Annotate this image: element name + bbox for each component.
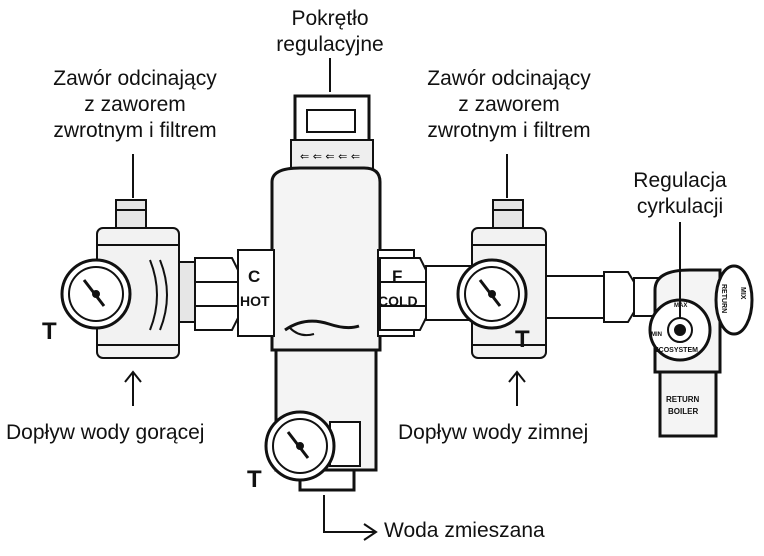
left-thermometer-mark: T	[42, 318, 57, 345]
right-valve-label-line3: zwrotnym i filtrem	[427, 119, 591, 142]
cold-word: COLD	[378, 293, 418, 309]
left-valve-label-line3: zwrotnym i filtrem	[53, 119, 217, 142]
leader-lines	[124, 58, 681, 541]
svg-text:⇐ ⇐ ⇐ ⇐ ⇐: ⇐ ⇐ ⇐ ⇐ ⇐	[300, 150, 360, 163]
return-mark: RETURN	[720, 284, 727, 313]
cold-inlet-label: Dopływ wody zimnej	[398, 421, 589, 444]
return-boiler-line2: BOILER	[668, 407, 698, 416]
return-boiler-line1: RETURN	[666, 395, 700, 404]
circulation-pipe	[545, 271, 661, 323]
knob-label-line1: Pokrętło	[291, 7, 369, 30]
right-thermometer	[456, 258, 528, 330]
left-valve-label-line2: z zaworem	[84, 93, 186, 116]
knob-label-line2: regulacyjne	[276, 33, 384, 56]
circulation-label-line2: cyrkulacji	[636, 195, 724, 218]
mixed-outlet-arrow	[323, 495, 374, 533]
left-thermometer	[60, 258, 132, 330]
left-valve-label: Zawór odcinający z zaworem zwrotnym i fi…	[20, 66, 250, 144]
left-shutoff-valve	[96, 199, 180, 359]
circulation-label-line1: Regulacja	[633, 169, 727, 192]
bottom-thermometer	[264, 410, 361, 482]
circulation-label: Regulacja cyrkulacji	[610, 168, 750, 220]
mix-mark: MIX	[739, 287, 746, 300]
hot-letter: C	[248, 267, 260, 286]
hot-inlet-label: Dopływ wody gorącej	[6, 421, 205, 444]
right-valve-label-line2: z zaworem	[458, 93, 560, 116]
body-markings: C HOT F COLD RETURN MIX ECOSYSTEM MAX MI…	[240, 267, 746, 416]
knob-label: Pokrętło regulacyjne	[250, 6, 410, 58]
hot-word: HOT	[240, 293, 270, 309]
right-thermometer-mark: T	[515, 326, 530, 353]
max-mark: MAX	[674, 303, 687, 309]
mixed-outlet-label: Woda zmieszana	[384, 519, 545, 542]
left-valve-label-line1: Zawór odcinający	[53, 67, 217, 90]
ecosystem-mark: ECOSYSTEM	[654, 347, 698, 354]
left-union-nut	[178, 257, 247, 331]
right-valve-label: Zawór odcinający z zaworem zwrotnym i fi…	[394, 66, 624, 144]
right-valve-label-line1: Zawór odcinający	[427, 67, 591, 90]
cold-letter: F	[392, 267, 402, 286]
min-mark: MIN	[651, 332, 662, 338]
bottom-thermometer-mark: T	[247, 466, 262, 493]
